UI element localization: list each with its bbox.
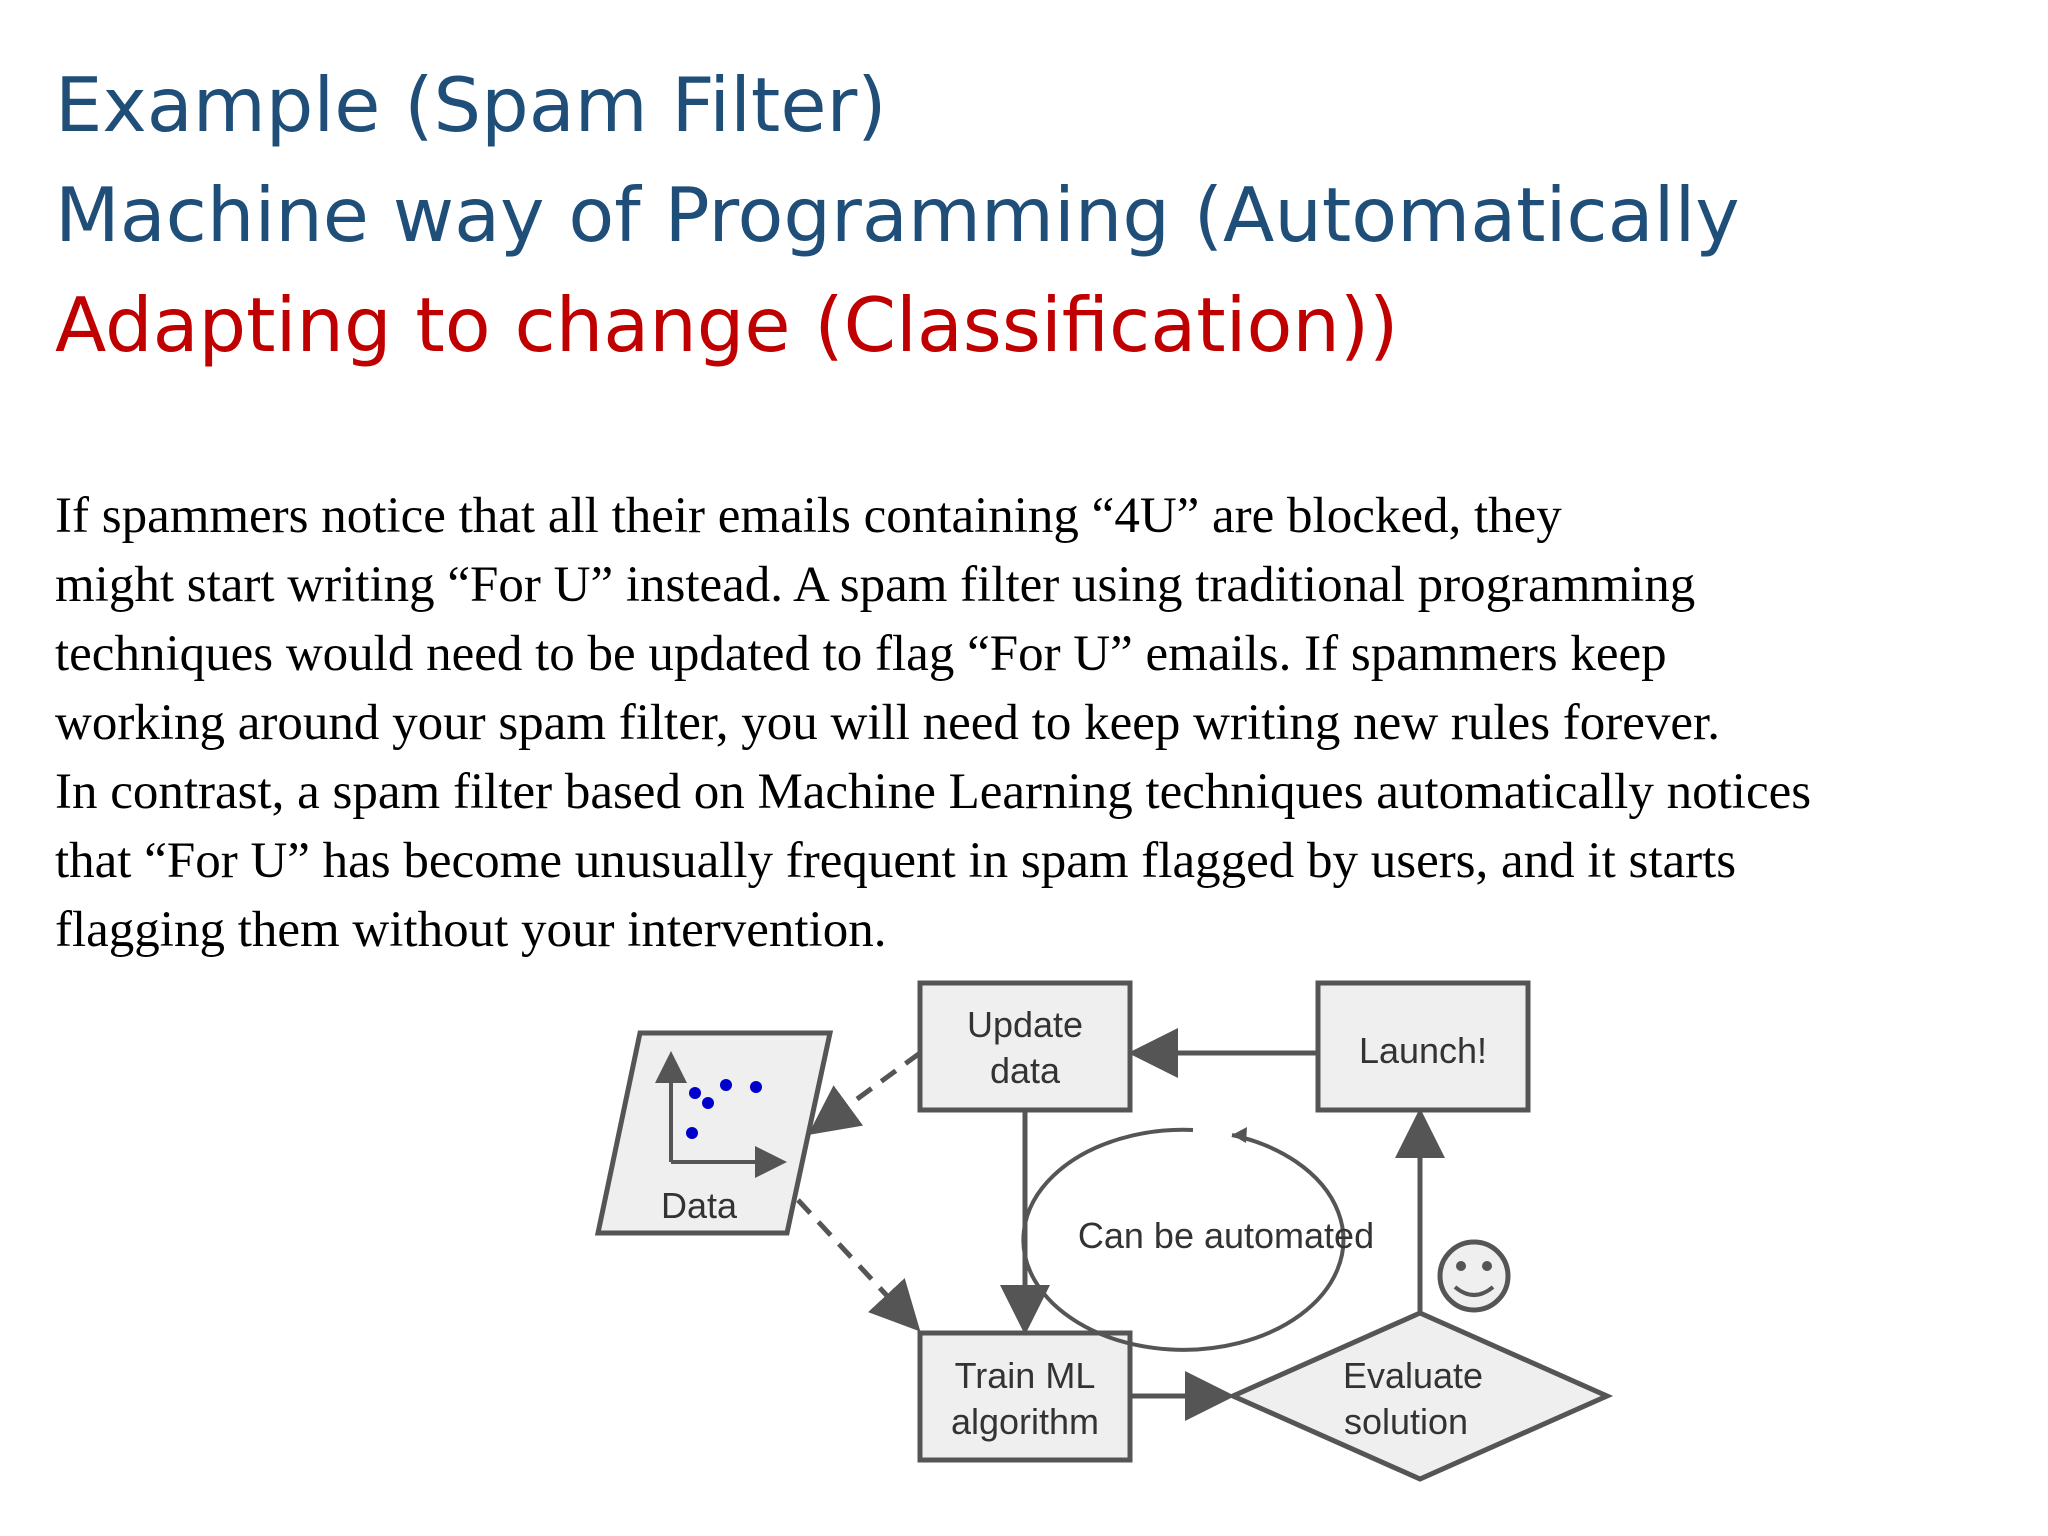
body-paragraph: If spammers notice that all their emails… bbox=[55, 482, 2035, 965]
body-line: flagging them without your intervention. bbox=[55, 902, 887, 958]
smiley-face-icon bbox=[1437, 1239, 1511, 1313]
launch-node: Launch! bbox=[1315, 980, 1531, 1113]
evaluate-label-2: solution bbox=[1344, 1401, 1468, 1442]
flow-arrows bbox=[796, 1028, 1445, 1421]
data-label: Data bbox=[661, 1185, 738, 1226]
automated-arrowhead bbox=[1232, 1127, 1247, 1143]
title-line-3: Adapting to change (Classification)) bbox=[55, 281, 1399, 369]
body-line: If spammers notice that all their emails… bbox=[55, 488, 1562, 544]
automated-loop: Can be automated bbox=[1021, 1127, 1374, 1352]
data-node: Data bbox=[594, 1030, 834, 1236]
slide-title: Example (Spam Filter) Machine way of Pro… bbox=[55, 50, 2015, 380]
title-line-2: Machine way of Programming (Automaticall… bbox=[55, 171, 1740, 259]
automated-ellipse bbox=[1021, 1127, 1346, 1352]
evaluate-diamond bbox=[1226, 1310, 1614, 1482]
data-parallelogram bbox=[594, 1030, 834, 1236]
body-line: that “For U” has become unusually freque… bbox=[55, 833, 1737, 889]
scatter-plot-icon bbox=[655, 1051, 787, 1178]
body-line: In contrast, a spam filter based on Mach… bbox=[55, 764, 1812, 820]
evaluate-node: Evaluate solution bbox=[1226, 1310, 1614, 1482]
train-box bbox=[917, 1330, 1133, 1463]
arrow-update-to-data-dashed bbox=[807, 1050, 922, 1135]
title-line-1: Example (Spam Filter) bbox=[55, 61, 887, 149]
body-line: might start writing “For U” instead. A s… bbox=[55, 557, 1696, 613]
train-node: Train ML algorithm bbox=[917, 1330, 1133, 1463]
launch-label: Launch! bbox=[1359, 1030, 1487, 1071]
update-data-box bbox=[917, 980, 1133, 1113]
body-line: working around your spam filter, you wil… bbox=[55, 695, 1720, 751]
update-data-label-1: Update bbox=[967, 1004, 1083, 1045]
update-data-node: Update data bbox=[917, 980, 1133, 1113]
train-label-2: algorithm bbox=[951, 1401, 1099, 1442]
automated-label: Can be automated bbox=[1078, 1215, 1374, 1256]
arrow-data-to-train-dashed bbox=[796, 1198, 921, 1332]
launch-box bbox=[1315, 980, 1531, 1113]
train-label-1: Train ML bbox=[955, 1355, 1096, 1396]
body-line: techniques would need to be updated to f… bbox=[55, 626, 1667, 682]
evaluate-label-1: Evaluate bbox=[1343, 1355, 1483, 1396]
update-data-label-2: data bbox=[990, 1050, 1061, 1091]
